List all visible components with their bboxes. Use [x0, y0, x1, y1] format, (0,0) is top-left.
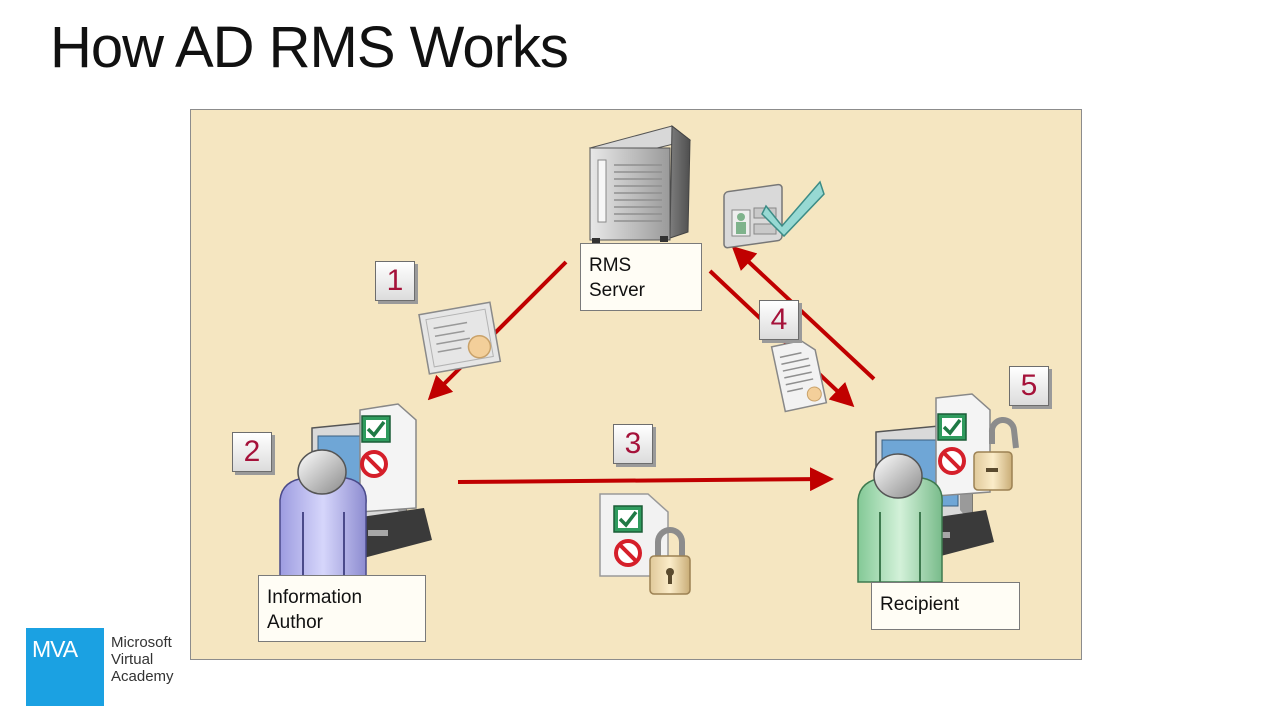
- author-label-line2: Author: [267, 612, 323, 633]
- logo-line-2: Virtual: [111, 651, 154, 668]
- step-5: 5: [1009, 366, 1049, 406]
- mva-logo-text: Microsoft Virtual Academy: [111, 634, 191, 685]
- document-icon: [770, 339, 828, 413]
- author-user-computer-icon: [279, 403, 432, 577]
- protected-document-icon: [599, 493, 691, 595]
- open-padlock-icon: [973, 416, 1019, 491]
- step-2: 2: [232, 432, 272, 472]
- arrow-recipient-to-server: [731, 245, 876, 381]
- recipient-label: Recipient: [871, 582, 1020, 630]
- recipient-label-text: Recipient: [880, 594, 960, 615]
- author-label-line1: Information: [267, 587, 363, 608]
- logo-line-3: Academy: [111, 668, 174, 685]
- arrow-author-to-recipient: [457, 467, 834, 492]
- step-1: 1: [375, 261, 415, 301]
- certificate-icon: [418, 301, 502, 375]
- page-title: How AD RMS Works: [50, 15, 569, 80]
- server-label: RMS Server: [580, 243, 702, 311]
- license-check-icon: [723, 180, 825, 249]
- step-3: 3: [613, 424, 653, 464]
- mva-logo-tile: MVA: [26, 628, 104, 706]
- server-label-line1: RMS: [589, 255, 632, 276]
- author-label: Information Author: [258, 575, 426, 642]
- recipient-user-computer-icon: [857, 393, 1019, 583]
- step-4: 4: [759, 300, 799, 340]
- logo-line-1: Microsoft: [111, 634, 172, 651]
- server-label-line2: Server: [589, 280, 645, 301]
- arrow-server-to-author: [427, 260, 568, 401]
- server-icon: [588, 124, 692, 244]
- padlock-icon: [649, 527, 691, 595]
